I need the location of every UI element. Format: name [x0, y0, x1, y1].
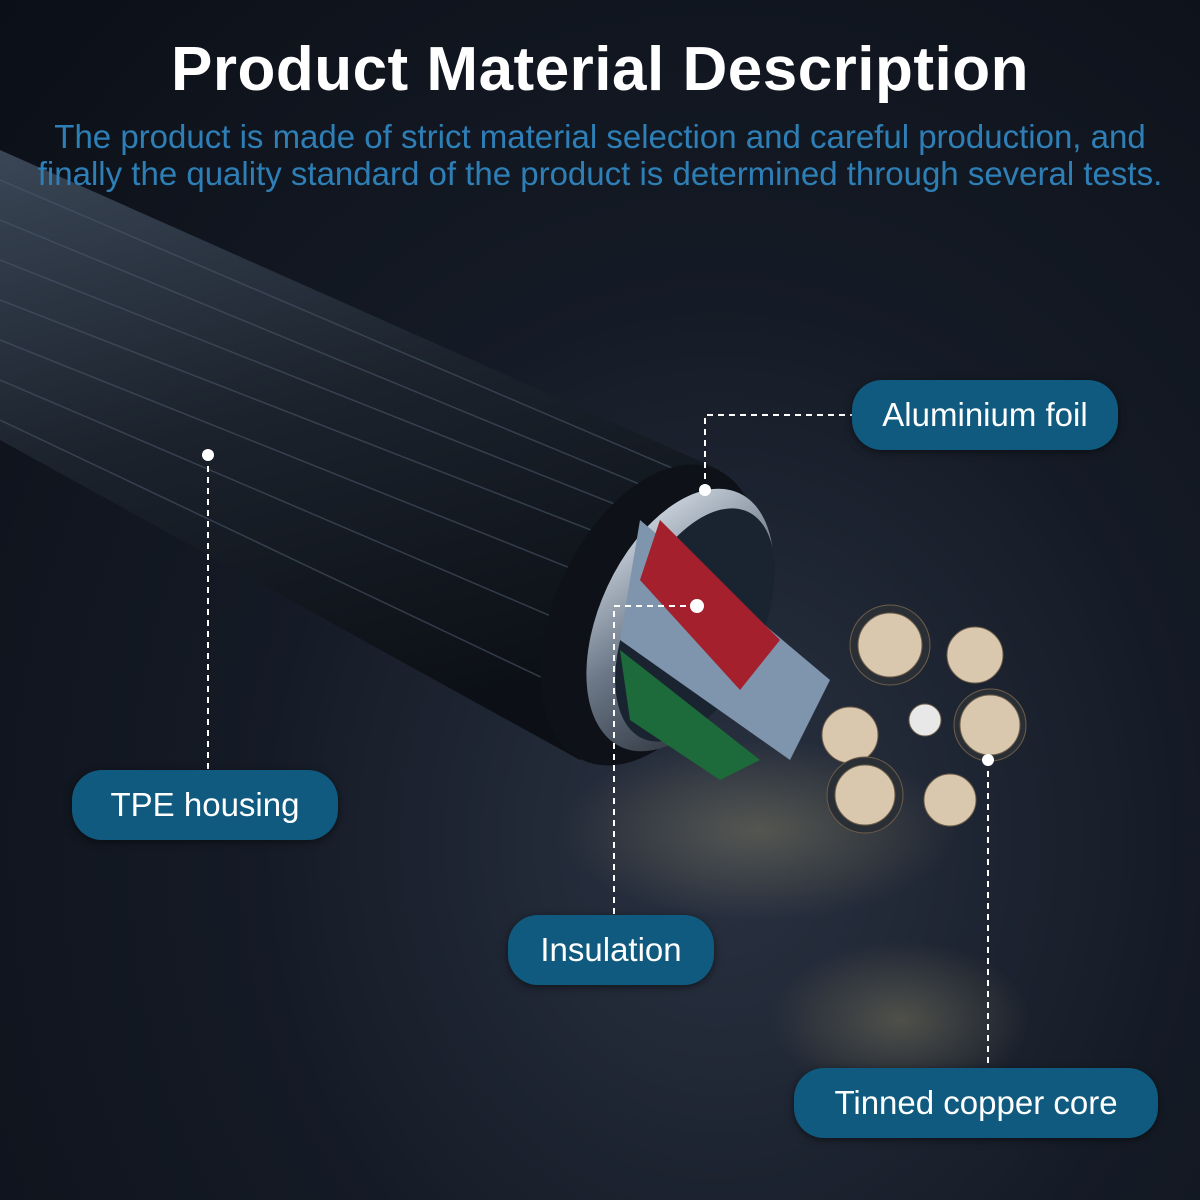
page-title: Product Material Description: [170, 35, 1030, 104]
label-tinned-copper-core: Tinned copper core: [794, 1068, 1158, 1138]
label-tpe-housing: TPE housing: [72, 770, 338, 840]
label-aluminium-foil: Aluminium foil: [852, 380, 1118, 450]
label-insulation: Insulation: [508, 915, 714, 985]
subtitle: The product is made of strict material s…: [37, 118, 1163, 192]
